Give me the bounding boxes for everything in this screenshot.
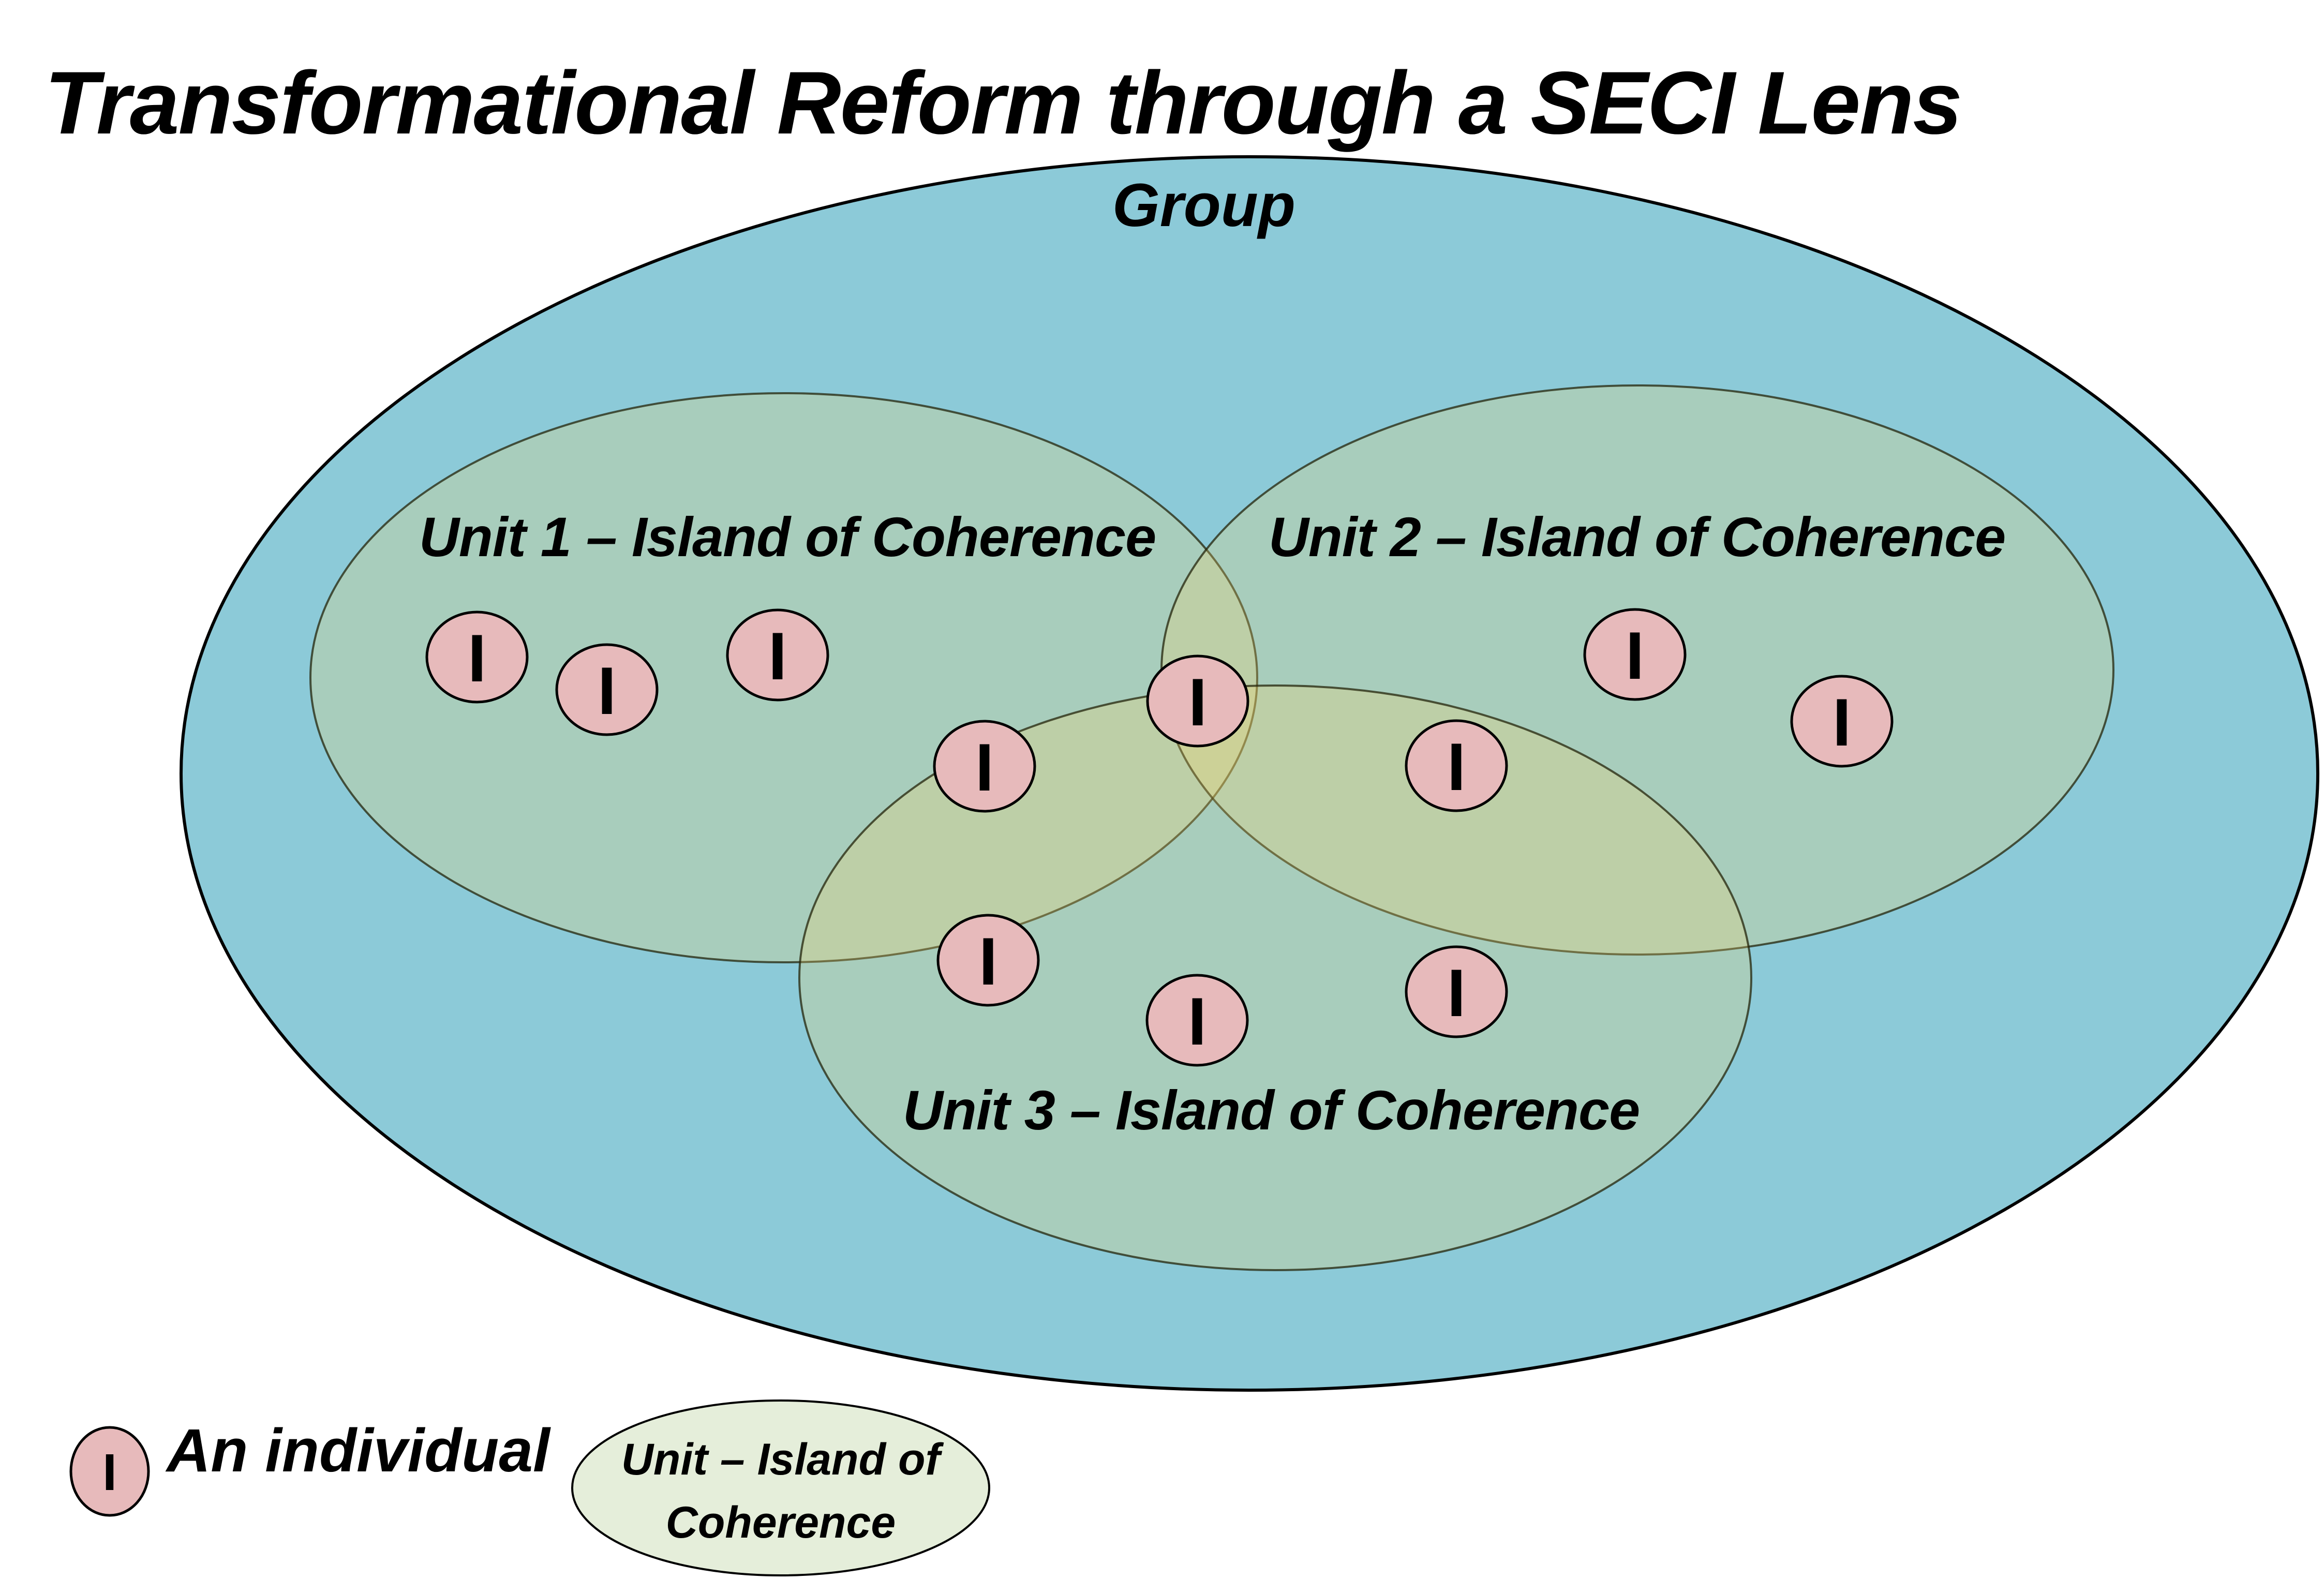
- legend: I An individual Unit – Island of Coheren…: [69, 1399, 990, 1576]
- individual-ellipse: [1790, 675, 1894, 768]
- individuals-layer: I I I I I I I I I I I: [425, 608, 1894, 1067]
- individual-glyph: I: [468, 620, 486, 696]
- individual-marker: I: [936, 914, 1040, 1007]
- individual-marker: I: [933, 720, 1036, 813]
- individual-marker: I: [1146, 654, 1249, 748]
- legend-unit-ellipse: [571, 1399, 990, 1576]
- individual-marker: I: [726, 608, 829, 702]
- group-ellipse: [180, 155, 2319, 1392]
- individual-marker: I: [1583, 608, 1687, 701]
- individual-ellipse: [1405, 719, 1508, 812]
- unit3-ellipse: [798, 684, 1752, 1271]
- individual-ellipse: [555, 643, 659, 736]
- individual-ellipse: [425, 610, 529, 704]
- individual-marker: I: [1405, 719, 1508, 812]
- unit1-label: Unit 1 – Island of Coherence: [419, 505, 1156, 568]
- legend-unit-label-line2: Coherence: [666, 1498, 896, 1547]
- individual-marker: I: [555, 643, 659, 736]
- individual-glyph: I: [768, 618, 787, 694]
- individual-marker: I: [1145, 974, 1249, 1067]
- legend-individual-glyph: I: [102, 1443, 117, 1501]
- legend-individual-marker: [69, 1426, 150, 1517]
- individual-marker: I: [1790, 675, 1894, 768]
- individual-glyph: I: [1447, 955, 1466, 1031]
- individual-marker: I: [425, 610, 529, 704]
- individual-ellipse: [1405, 945, 1508, 1038]
- individual-ellipse: [1583, 608, 1687, 701]
- individual-glyph: I: [1188, 984, 1206, 1059]
- page-title: Transformational Reform through a SECI L…: [44, 53, 1961, 153]
- individual-ellipse: [1146, 654, 1249, 748]
- individual-glyph: I: [1626, 618, 1644, 693]
- individual-ellipse: [936, 914, 1040, 1007]
- individual-marker: I: [1405, 945, 1508, 1038]
- individual-ellipse: [1145, 974, 1249, 1067]
- individual-ellipse: [933, 720, 1036, 813]
- group-label: Group: [1112, 171, 1295, 240]
- individual-glyph: I: [598, 653, 616, 728]
- individual-glyph: I: [979, 923, 997, 999]
- unit2-label: Unit 2 – Island of Coherence: [1269, 505, 2005, 568]
- individual-glyph: I: [1188, 664, 1207, 740]
- individual-glyph: I: [975, 729, 994, 805]
- unit3-label: Unit 3 – Island of Coherence: [903, 1079, 1640, 1141]
- individual-ellipse: [726, 608, 829, 702]
- legend-unit-label-line1: Unit – Island of: [621, 1435, 944, 1484]
- legend-individual-label: An individual: [165, 1417, 551, 1485]
- individual-glyph: I: [1447, 729, 1466, 805]
- individual-glyph: I: [1833, 684, 1851, 760]
